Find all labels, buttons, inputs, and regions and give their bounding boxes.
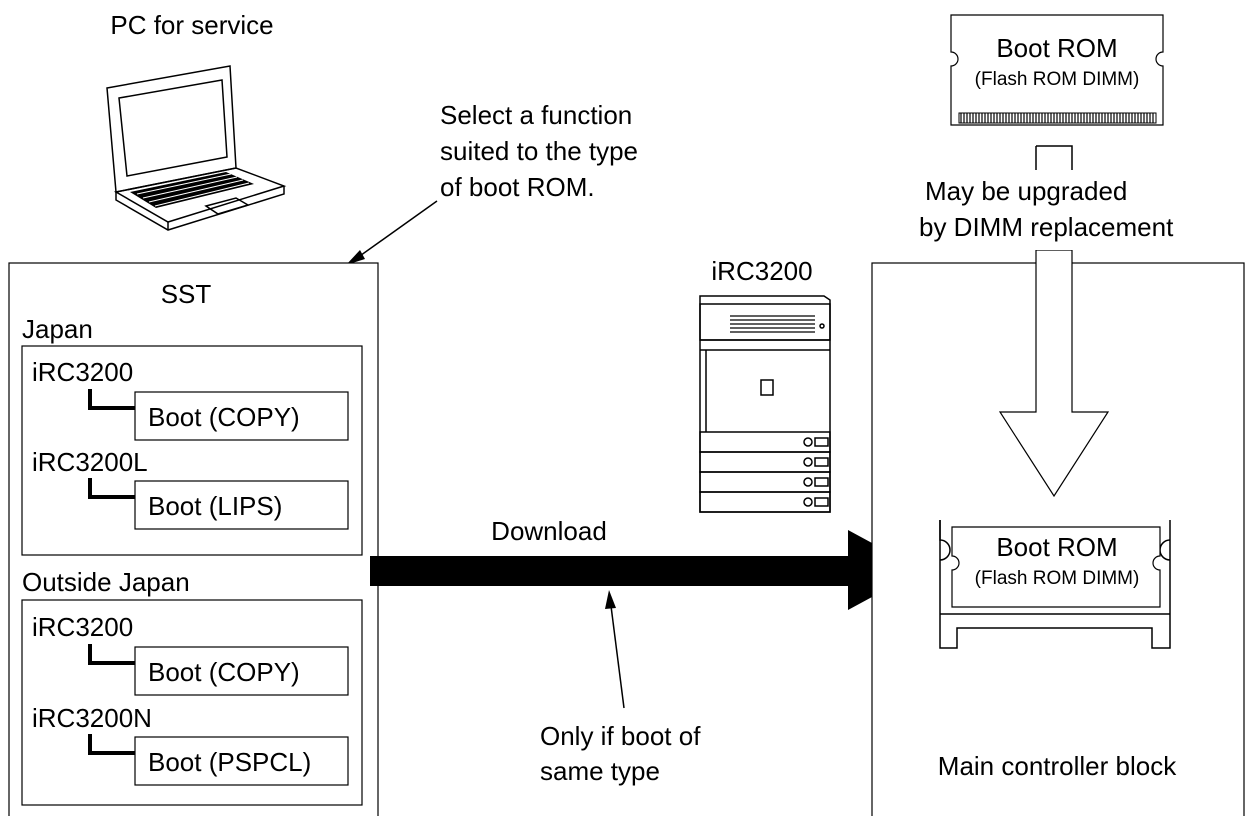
- download-arrow: [370, 530, 922, 610]
- copier-icon: [699, 295, 831, 513]
- main-controller-label: Main controller block: [938, 751, 1177, 781]
- boot-rom-dimm-top: Boot ROM (Flash ROM DIMM): [950, 14, 1164, 126]
- model-label: iRC3200: [32, 357, 133, 387]
- pc-label: PC for service: [110, 10, 273, 40]
- boot-rom-subtitle: (Flash ROM DIMM): [975, 568, 1140, 589]
- boot-rom-title: Boot ROM: [996, 33, 1117, 63]
- laptop-icon: [106, 65, 287, 231]
- upgrade-annotation: May be upgraded by DIMM replacement: [919, 176, 1174, 242]
- boot-rom-title: Boot ROM: [996, 532, 1117, 562]
- boot-option-label: Boot (COPY): [148, 657, 300, 687]
- sst-panel: SST Japan iRC3200 Boot (COPY) iRC3200L B…: [8, 262, 379, 816]
- condition-annotation: Only if boot of same type: [540, 721, 708, 786]
- boot-rom-subtitle: (Flash ROM DIMM): [975, 69, 1140, 90]
- boot-option-copy-intl[interactable]: [134, 646, 349, 696]
- boot-option-label: Boot (LIPS): [148, 491, 282, 521]
- model-label: iRC3200L: [32, 447, 148, 477]
- download-label: Download: [491, 516, 607, 546]
- annotation-arrow: [346, 200, 438, 265]
- boot-option-copy-jp[interactable]: [134, 391, 349, 441]
- upgrade-arrow: [998, 145, 1110, 498]
- region-japan: Japan: [22, 314, 93, 344]
- model-label: iRC3200N: [32, 703, 152, 733]
- sst-title: SST: [161, 279, 212, 309]
- select-function-annotation: Select a function suited to the type of …: [440, 100, 645, 202]
- boot-rom-dimm-socket: Boot ROM (Flash ROM DIMM): [939, 520, 1171, 649]
- boot-option-lips-jp[interactable]: [134, 480, 349, 530]
- region-outside-japan: Outside Japan: [22, 567, 190, 597]
- boot-option-label: Boot (PSPCL): [148, 747, 311, 777]
- model-label: iRC3200: [32, 612, 133, 642]
- condition-arrow: [605, 590, 625, 709]
- boot-option-label: Boot (COPY): [148, 402, 300, 432]
- copier-label: iRC3200: [711, 256, 812, 286]
- boot-option-pspcl-intl[interactable]: [134, 736, 349, 786]
